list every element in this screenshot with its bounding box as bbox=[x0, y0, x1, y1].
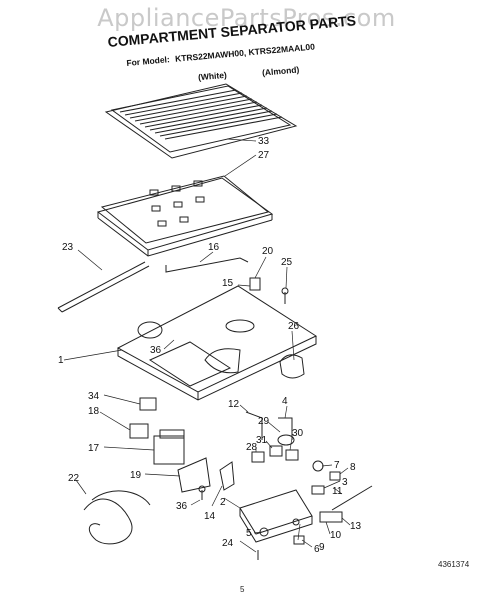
callout-9: 9 bbox=[319, 542, 325, 553]
part-23-gasket bbox=[57, 261, 150, 313]
callout-20: 20 bbox=[262, 246, 274, 257]
callout-36b: 36 bbox=[176, 501, 188, 512]
callout-28: 28 bbox=[246, 442, 258, 453]
callout-26: 26 bbox=[288, 321, 300, 332]
callout-7: 7 bbox=[334, 460, 340, 471]
callout-5: 5 bbox=[246, 528, 252, 539]
callout-34: 34 bbox=[88, 391, 100, 402]
callout-6: 6 bbox=[314, 544, 320, 555]
document-number: 4361374 bbox=[438, 560, 470, 569]
part-16-wire bbox=[165, 257, 249, 273]
callout-15: 15 bbox=[222, 278, 234, 289]
part-12 bbox=[245, 411, 263, 440]
part-1-separator bbox=[116, 285, 318, 401]
part-14 bbox=[219, 461, 235, 491]
part-6 bbox=[293, 535, 305, 545]
callout-12: 12 bbox=[228, 399, 240, 410]
part-9 bbox=[292, 518, 300, 526]
callout-27: 27 bbox=[258, 150, 270, 161]
callout-8: 8 bbox=[350, 462, 356, 473]
callout-22: 22 bbox=[68, 473, 80, 484]
part-33-grille bbox=[104, 83, 298, 159]
callout-24: 24 bbox=[222, 538, 234, 549]
callout-2: 2 bbox=[220, 497, 226, 508]
part-17-housing bbox=[153, 429, 185, 465]
part-19 bbox=[177, 457, 211, 493]
part-29 bbox=[277, 434, 295, 446]
part-4 bbox=[278, 417, 293, 440]
callout-31: 31 bbox=[256, 435, 268, 446]
part-3 bbox=[311, 485, 325, 495]
callout-13: 13 bbox=[350, 521, 362, 532]
callout-33: 33 bbox=[258, 136, 270, 147]
callout-17: 17 bbox=[88, 443, 100, 454]
part-7 bbox=[312, 460, 324, 472]
watermark-text: AppliancePartsPros.com bbox=[97, 4, 396, 32]
callout-4: 4 bbox=[282, 396, 288, 407]
callout-16: 16 bbox=[208, 242, 220, 253]
part-34 bbox=[139, 397, 157, 411]
callout-29: 29 bbox=[258, 416, 270, 427]
callout-30: 30 bbox=[292, 428, 304, 439]
callout-36: 36 bbox=[150, 345, 162, 356]
part-36-screw bbox=[198, 485, 206, 500]
part-28 bbox=[251, 451, 265, 463]
part-30 bbox=[285, 449, 299, 461]
callout-19: 19 bbox=[130, 470, 142, 481]
callout-11: 11 bbox=[332, 486, 343, 497]
part-13 bbox=[319, 511, 343, 523]
callout-3: 3 bbox=[342, 477, 348, 488]
part-20-clip bbox=[249, 277, 261, 291]
part-22-harness bbox=[83, 498, 133, 545]
part-18 bbox=[129, 423, 149, 439]
callout-10: 10 bbox=[330, 530, 342, 541]
callout-14: 14 bbox=[204, 511, 216, 522]
page-number: 5 bbox=[240, 585, 245, 594]
part-25-screw bbox=[281, 287, 289, 304]
part-26-vent bbox=[279, 354, 305, 379]
callout-23: 23 bbox=[62, 242, 74, 253]
part-31 bbox=[269, 445, 283, 457]
part-8 bbox=[329, 471, 341, 481]
callout-18: 18 bbox=[88, 406, 100, 417]
callout-1: 1 bbox=[58, 355, 64, 366]
part-11-rod bbox=[331, 485, 373, 511]
callout-25: 25 bbox=[281, 257, 293, 268]
part-27-tray-frame bbox=[96, 175, 274, 257]
